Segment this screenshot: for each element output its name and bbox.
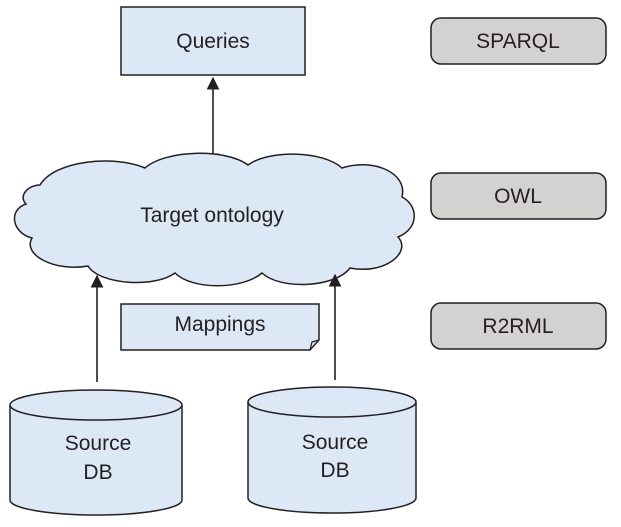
r2rml-label: R2RML xyxy=(482,315,553,338)
sparql-label: SPARQL xyxy=(476,30,560,53)
mappings-document: Mappings xyxy=(120,303,320,351)
r2rml-tag: R2RML xyxy=(430,302,607,350)
mappings-label: Mappings xyxy=(174,313,265,336)
source-db-right-label-line1: Source xyxy=(302,431,369,454)
queries-label: Queries xyxy=(176,30,250,53)
source-db-right: Source DB xyxy=(247,386,417,514)
target-ontology-cloud: Target ontology xyxy=(13,152,415,287)
queries-box: Queries xyxy=(120,6,306,76)
owl-tag: OWL xyxy=(430,172,607,220)
source-db-right-label-line2: DB xyxy=(320,459,349,482)
source-db-left: Source DB xyxy=(9,389,183,516)
source-db-left-label-line1: Source xyxy=(65,432,132,455)
sparql-tag: SPARQL xyxy=(430,17,607,65)
source-db-left-label-line2: DB xyxy=(83,461,112,484)
owl-label: OWL xyxy=(494,185,542,208)
target-ontology-label: Target ontology xyxy=(140,204,284,227)
